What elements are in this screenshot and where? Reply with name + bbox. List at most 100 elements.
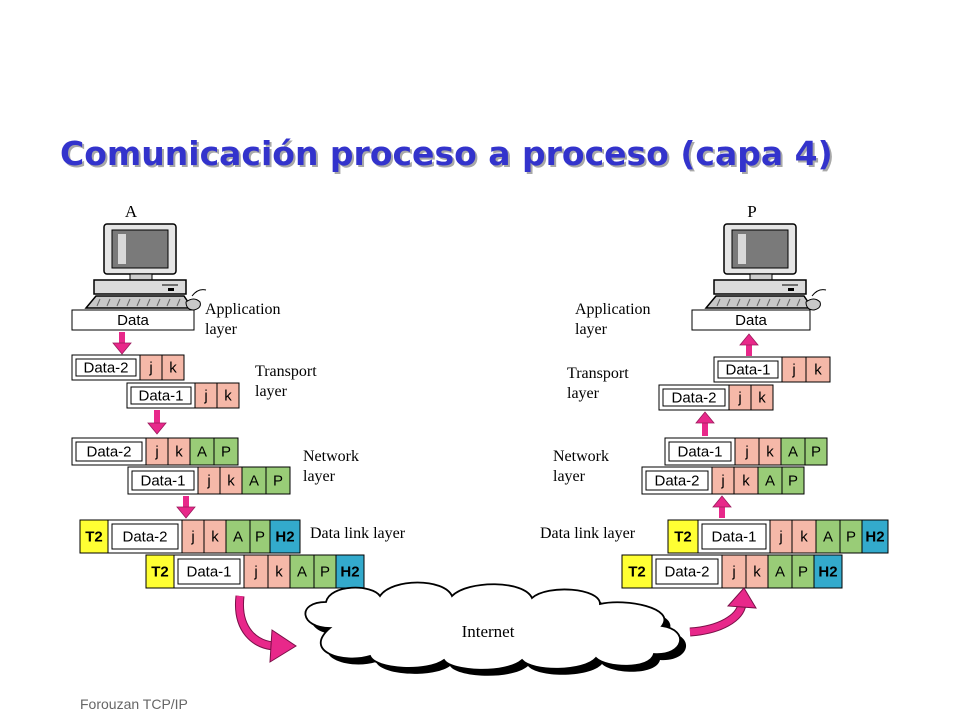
right-dl-a2: A bbox=[767, 554, 793, 589]
right-net-k2-label: k bbox=[742, 473, 750, 490]
left-net-p2-label: P bbox=[273, 473, 283, 490]
right-dl-k1: k bbox=[791, 519, 817, 554]
cloud-body bbox=[304, 581, 681, 671]
arrow-out-of-internet-shaft bbox=[689, 603, 746, 636]
left-tr-j2-label: j bbox=[203, 388, 207, 405]
left-net-j2-label: j bbox=[206, 473, 210, 490]
left-tr-k2: k bbox=[216, 382, 240, 409]
right-dl-p1: P bbox=[839, 519, 863, 554]
left-dl-t2-2-label: T2 bbox=[151, 564, 169, 581]
right-net-a1-box bbox=[780, 437, 806, 466]
computer-icon-p-key-9 bbox=[796, 298, 801, 307]
left-tr-j1-label: j bbox=[148, 360, 152, 377]
left-net-data1: Data-1 bbox=[127, 466, 199, 495]
right-net-a2: A bbox=[757, 466, 783, 495]
computer-icon-p-key-4 bbox=[746, 298, 751, 307]
right-tr-data2-inner bbox=[662, 388, 726, 407]
right-dl-a1: A bbox=[815, 519, 841, 554]
right-app-layer-label-line-2: layer bbox=[575, 321, 608, 338]
right-dl-t2-1-box bbox=[667, 519, 699, 554]
right-tr-k2-box bbox=[750, 384, 774, 411]
right-dl-t2-2: T2 bbox=[621, 554, 653, 589]
right-tr-j2-label: j bbox=[737, 390, 741, 407]
left-dl-p2: P bbox=[313, 554, 337, 589]
left-dl-k2: k bbox=[267, 554, 291, 589]
computer-icon-a-key-1 bbox=[96, 298, 101, 307]
left-net-p2-box bbox=[265, 466, 291, 495]
left-tr-data1: Data-1 bbox=[126, 382, 196, 409]
right-net-a1-label: A bbox=[788, 444, 798, 461]
computer-icon-a-key-7 bbox=[156, 298, 161, 307]
left-net-k2-label: k bbox=[227, 473, 235, 490]
left-dl-h2-2-box bbox=[335, 554, 365, 589]
computer-icon-p-key-3 bbox=[736, 298, 741, 307]
left-dl-t2-1-label: T2 bbox=[85, 529, 103, 546]
computer-icon-a-key-2 bbox=[106, 298, 111, 307]
left-net-p1-box bbox=[213, 437, 239, 466]
left-dl-h2-1: H2 bbox=[269, 519, 301, 554]
left-net-data2-inner bbox=[75, 441, 143, 462]
left-net-k1: k bbox=[167, 437, 191, 466]
left-dl-a2: A bbox=[289, 554, 315, 589]
right-tr-data1: Data-1 bbox=[713, 356, 783, 383]
computer-icon-p-key-1 bbox=[716, 298, 721, 307]
left-net-a1: A bbox=[189, 437, 215, 466]
left-net-a2: A bbox=[241, 466, 267, 495]
left-tr-k1-label: k bbox=[169, 360, 177, 377]
right-tr-j2: j bbox=[728, 384, 752, 411]
right-net-data1: Data-1 bbox=[664, 437, 736, 466]
right-dl-t2-1: T2 bbox=[667, 519, 699, 554]
left-arrow-transport-network bbox=[147, 410, 167, 435]
left-dl-h2-1-box bbox=[269, 519, 301, 554]
left-dl-h2-2-label: H2 bbox=[340, 564, 359, 581]
right-dl-k1-box bbox=[791, 519, 817, 554]
computer-icon-p-key-6 bbox=[766, 298, 771, 307]
right-arrow-datalink-network bbox=[712, 495, 732, 518]
left-net-j1: j bbox=[145, 437, 169, 466]
right-net-k1-label: k bbox=[766, 444, 774, 461]
right-net-data1-inner bbox=[668, 441, 732, 462]
right-dl-j2-label: j bbox=[731, 564, 735, 581]
right-net-p2-label: P bbox=[788, 473, 798, 490]
left-tr-data2: Data-2 bbox=[71, 354, 141, 381]
right-net-p2-box bbox=[781, 466, 805, 495]
right-tr-data1-label: Data-1 bbox=[725, 362, 770, 379]
arrow-into-internet-head bbox=[269, 629, 297, 663]
left-app-layer-label-line-1: Application bbox=[205, 301, 281, 318]
right-tr-j1: j bbox=[781, 356, 807, 383]
left-net-data2: Data-2 bbox=[71, 437, 147, 466]
computer-icon-p-key-2 bbox=[726, 298, 731, 307]
left-arrow-network-datalink bbox=[176, 496, 196, 519]
right-app-layer-label: Application layer bbox=[575, 301, 651, 338]
left-arrow-transport-network-head bbox=[147, 422, 167, 435]
left-dl-j1-label: j bbox=[190, 529, 194, 546]
right-app-layer-label-line-1: Application bbox=[575, 301, 651, 318]
left-dl-j2: j bbox=[243, 554, 269, 589]
left-dl-data1-label: Data-1 bbox=[186, 564, 231, 581]
internet-label: Internet bbox=[462, 622, 515, 641]
computer-icon-a-key-4 bbox=[126, 298, 131, 307]
left-dl-j2-box bbox=[243, 554, 269, 589]
right-dl-h2-2: H2 bbox=[813, 554, 843, 589]
computer-icon-a-key-5 bbox=[136, 298, 141, 307]
left-arrow-app-transport-head bbox=[112, 342, 132, 355]
left-net-a1-label: A bbox=[197, 444, 207, 461]
left-net-p1: P bbox=[213, 437, 239, 466]
left-net-j2: j bbox=[197, 466, 221, 495]
right-net-k1: k bbox=[758, 437, 782, 466]
left-dl-data2-label: Data-2 bbox=[122, 529, 167, 546]
left-dl-j2-label: j bbox=[253, 564, 257, 581]
left-app-layer-label-line-2: layer bbox=[205, 321, 238, 338]
right-tr-j1-box bbox=[781, 356, 807, 383]
right-dl-k2-label: k bbox=[753, 564, 761, 581]
right-dl-k2: k bbox=[745, 554, 769, 589]
left-dl-h2-2: H2 bbox=[335, 554, 365, 589]
right-dl-h2-1-box bbox=[861, 519, 889, 554]
right-dl-p2-label: P bbox=[798, 564, 808, 581]
left-app-layer-label: Application layer bbox=[205, 301, 281, 338]
left-net-data1-inner bbox=[131, 470, 195, 491]
right-net-j2-label: j bbox=[720, 473, 724, 490]
